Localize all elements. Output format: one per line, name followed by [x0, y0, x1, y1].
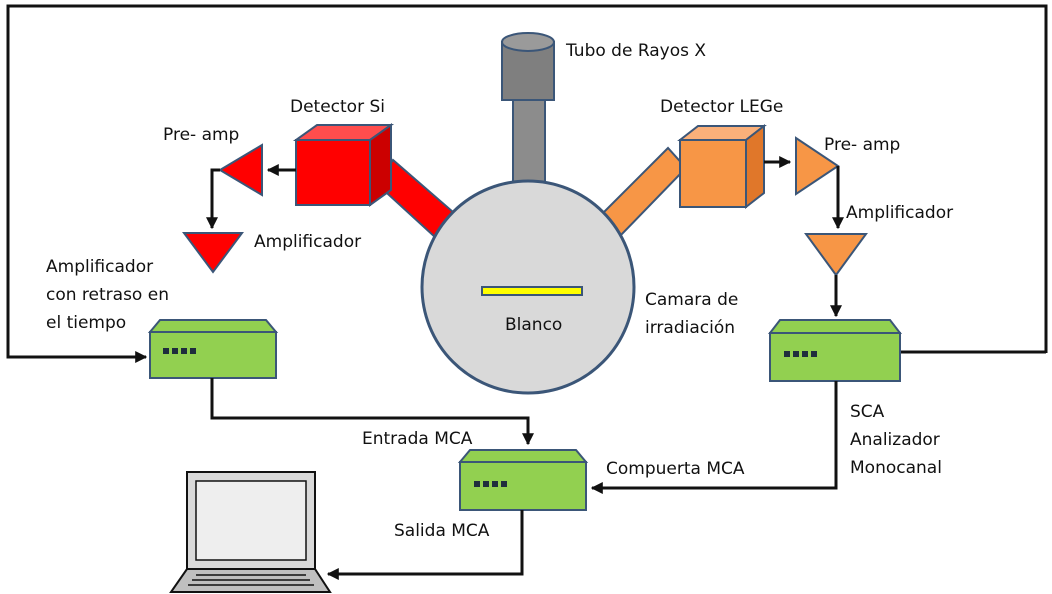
preamp-to-amp-left-arrow [206, 168, 220, 230]
mca-gate-label: Compuerta MCA [606, 459, 745, 479]
mca-to-computer-wire [326, 510, 524, 580]
right-amplifier-label: Amplificador [846, 203, 953, 223]
left-preamp-label: Pre- amp [163, 125, 239, 145]
delay-amp-label-line2: con retraso en [46, 285, 169, 305]
chamber-label-line1: Camara de [645, 290, 738, 310]
target-label: Blanco [505, 315, 562, 335]
xray-tube [501, 32, 555, 188]
coincidence-gate-wire [6, 4, 1048, 363]
si-detector [292, 123, 395, 207]
delay-amp-to-mca-wire [210, 378, 534, 446]
delay-amp-label-line3: el tiempo [46, 313, 126, 333]
lege-detector [677, 123, 767, 210]
right-amplifier [804, 233, 868, 277]
right-preamp [795, 136, 840, 196]
sca-label-line2: Analizador [850, 430, 940, 450]
mca-module [457, 449, 589, 511]
sca-to-mca-gate-wire [590, 381, 838, 494]
lege-detector-label: Detector LEGe [660, 97, 783, 117]
left-amplifier-label: Amplificador [254, 232, 361, 252]
sca-label-line1: SCA [850, 402, 885, 422]
target-sample [481, 286, 583, 296]
mca-output-label: Salida MCA [394, 521, 490, 541]
delay-amp-label-line1: Amplificador [46, 257, 153, 277]
chamber-label-line2: irradiación [645, 318, 735, 338]
lege-detector-beam [600, 146, 688, 238]
sca-module [767, 319, 903, 382]
left-amplifier [182, 232, 244, 274]
si-detector-label: Detector Si [290, 97, 385, 117]
left-preamp [218, 143, 263, 197]
sca-label-line3: Monocanal [850, 458, 942, 478]
laptop-computer [169, 471, 332, 593]
right-preamp-label: Pre- amp [824, 135, 900, 155]
xray-tube-label: Tubo de Rayos X [565, 41, 706, 61]
delay-amplifier-module [147, 319, 279, 379]
mca-input-label: Entrada MCA [362, 429, 473, 449]
